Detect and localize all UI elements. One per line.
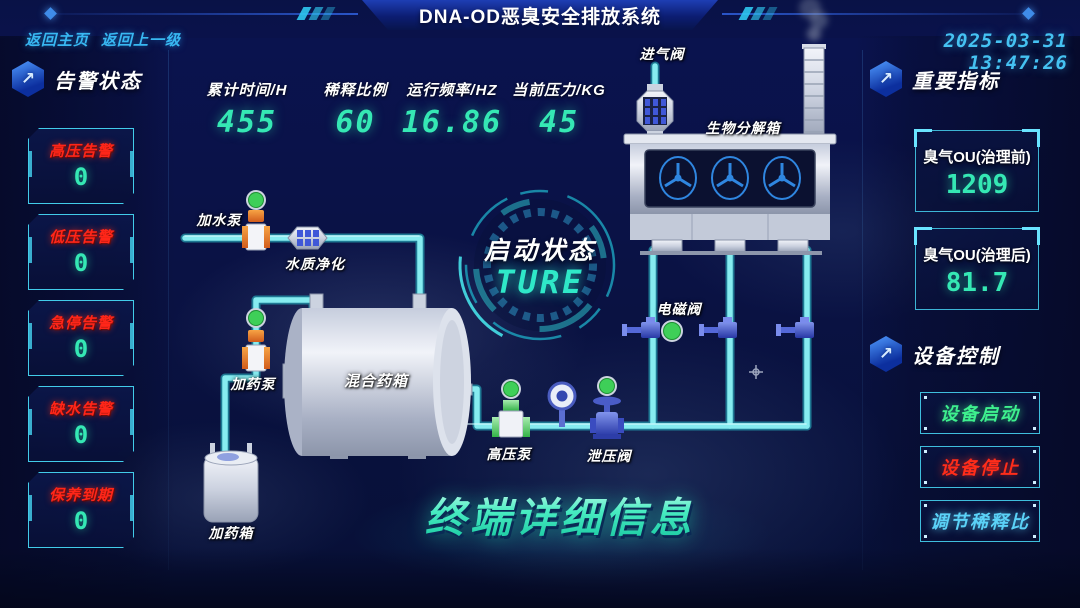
- device-stop-button[interactable]: 设备停止: [920, 446, 1040, 488]
- metric-dilution-ratio: 稀释比例 60: [308, 79, 403, 140]
- metric-total-hours: 累计时间/H 455: [192, 79, 302, 140]
- metric-value: 45: [538, 105, 580, 140]
- solenoid-valve-icon: [622, 317, 660, 338]
- metric-value: 16.86: [401, 105, 503, 140]
- control-panel-header: ↗ 设备控制: [870, 336, 1000, 372]
- indicator-box-after-treatment: 臭气OU(治理后) 81.7: [914, 227, 1040, 310]
- metric-label: 运行频率/HZ: [406, 82, 498, 99]
- terminal-detail-title: 终端详细信息: [392, 484, 728, 544]
- alarm-box-water-shortage: 缺水告警 0: [28, 386, 134, 462]
- app-title: DNA-OD恶臭安全排放系统: [419, 6, 661, 28]
- mixing-tank: [282, 293, 473, 459]
- control-section-icon: ↗: [870, 336, 902, 372]
- arrow-up-icon: ↗: [878, 344, 894, 363]
- dosing-pump-icon: [242, 308, 270, 372]
- water-purifier-label: 水质净化: [285, 256, 345, 272]
- alarm-label: 缺水告警: [48, 401, 113, 418]
- solenoid-valve-icon: [776, 317, 814, 338]
- alarm-box-high-pressure: 高压告警 0: [28, 128, 134, 204]
- metric-label: 累计时间/H: [206, 82, 288, 99]
- indicator-value: 81.7: [945, 268, 1009, 298]
- status-indicator-green: [246, 190, 266, 210]
- alarm-label: 急停告警: [48, 315, 113, 332]
- bio-box-label: 生物分解箱: [705, 120, 781, 136]
- left-divider: [168, 50, 169, 570]
- solenoid-valve-icon: [699, 317, 737, 338]
- water-pump-icon: [242, 190, 270, 251]
- arrow-up-icon: ↗: [878, 69, 894, 88]
- bio-box: [623, 133, 837, 255]
- indicator-box-before-treatment: 臭气OU(治理前) 1209: [914, 129, 1040, 212]
- mixing-tank-label: 混合药箱: [343, 373, 408, 390]
- alarm-value: 0: [73, 507, 89, 535]
- device-start-button[interactable]: 设备启动: [920, 392, 1040, 434]
- header-line-left: [52, 13, 358, 15]
- status-indicator-green: [597, 376, 617, 396]
- status-indicator-green: [246, 308, 266, 328]
- indicator-label: 臭气OU(治理前): [923, 149, 1031, 166]
- datetime: 2025-03-31 13:47:26: [943, 30, 1068, 74]
- status-ring: [458, 183, 622, 347]
- alarm-value: 0: [73, 163, 89, 191]
- back-previous-button[interactable]: 返回上一级: [101, 32, 182, 49]
- fan-icon: [711, 156, 749, 200]
- status-indicator-green: [661, 320, 683, 342]
- high-pressure-pump-icon: [492, 379, 530, 438]
- dosing-tank-label: 加药箱: [208, 525, 254, 541]
- fan-icon: [659, 156, 697, 200]
- pressure-gauge-icon: [547, 381, 577, 427]
- arrow-up-icon: ↗: [20, 69, 36, 88]
- status-badge-label: 启动状态: [483, 237, 596, 265]
- alarm-label: 保养到期: [48, 487, 113, 504]
- alarm-box-low-pressure: 低压告警 0: [28, 214, 134, 290]
- metric-value: 60: [335, 105, 376, 140]
- alarm-label: 高压告警: [48, 143, 113, 160]
- indicator-section-icon: ↗: [870, 61, 902, 97]
- relief-valve-label: 泄压阀: [586, 448, 632, 464]
- high-pressure-pump-label: 高压泵: [486, 446, 532, 462]
- intake-filter-icon: [636, 84, 674, 137]
- alarm-value: 0: [73, 421, 89, 449]
- alarm-value: 0: [73, 335, 89, 363]
- status-badge-value: TURE: [495, 263, 585, 301]
- chimney: [802, 44, 826, 141]
- smoke: [799, 0, 828, 41]
- header-line-right: [722, 13, 1028, 15]
- back-home-button[interactable]: 返回主页: [25, 32, 90, 49]
- crosshair-marker: [749, 365, 763, 379]
- alarm-label: 低压告警: [48, 229, 113, 246]
- intake-valve-label: 进气阀: [639, 46, 685, 62]
- alarm-box-maintenance-due: 保养到期 0: [28, 472, 134, 548]
- alarm-panel-title: 告警状态: [54, 70, 142, 93]
- solenoid-valve-label: 电磁阀: [656, 301, 702, 317]
- indicator-panel-header: ↗ 重要指标: [870, 61, 1000, 97]
- right-divider: [862, 50, 863, 570]
- control-panel-title: 设备控制: [912, 345, 1000, 368]
- fan-icon: [763, 156, 801, 200]
- metric-label: 稀释比例: [323, 82, 388, 99]
- indicator-label: 臭气OU(治理后): [923, 247, 1031, 264]
- alarm-panel-header: ↗ 告警状态: [12, 61, 142, 97]
- dosing-pump-label: 加药泵: [230, 376, 276, 392]
- water-pump-label: 加水泵: [196, 212, 242, 228]
- alarm-box-emergency-stop: 急停告警 0: [28, 300, 134, 376]
- metric-value: 455: [216, 105, 278, 140]
- relief-valve-icon: [590, 376, 624, 439]
- alarm-value: 0: [73, 249, 89, 277]
- indicator-panel-title: 重要指标: [912, 70, 1000, 93]
- purifier-icon: [287, 226, 328, 250]
- bottom-shade: [0, 548, 1080, 608]
- adjust-dilution-button[interactable]: 调节稀释比: [920, 500, 1040, 542]
- indicator-value: 1209: [945, 170, 1009, 200]
- metric-current-pressure: 当前压力/KG 45: [505, 79, 613, 140]
- app-title-plate: DNA-OD恶臭安全排放系统: [362, 0, 718, 30]
- metric-label: 当前压力/KG: [512, 82, 606, 99]
- dosing-tank: [203, 443, 259, 523]
- status-indicator-green: [501, 379, 521, 399]
- metric-run-frequency: 运行频率/HZ 16.86: [398, 79, 506, 140]
